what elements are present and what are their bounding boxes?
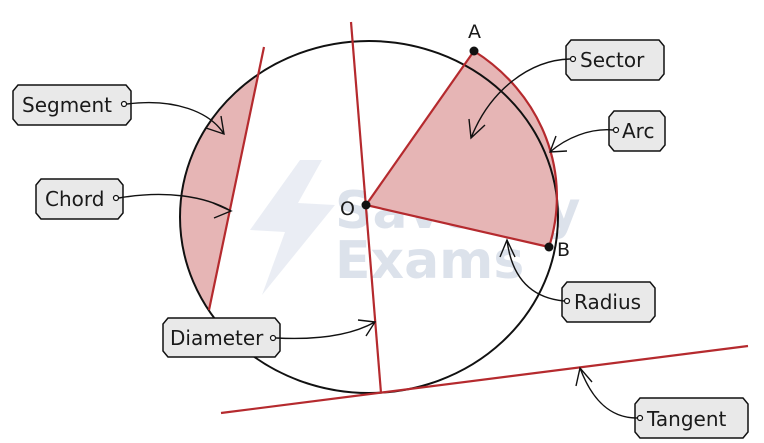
tangent-arrow	[575, 366, 638, 419]
point-a-label: A	[468, 21, 481, 43]
arc-line	[473, 50, 558, 248]
point-a-dot	[469, 46, 479, 56]
segment-region	[180, 41, 264, 330]
watermark-line-2: Exams	[335, 231, 524, 291]
chord-line	[207, 46, 266, 311]
point-b-label: B	[557, 239, 570, 261]
radius-tag: Radius	[561, 281, 656, 323]
point-o-dot	[361, 200, 371, 210]
tangent-tag-label: Tangent	[646, 407, 727, 431]
arc-arrow	[548, 129, 614, 153]
point-b-dot	[544, 242, 554, 252]
point-o-label: O	[340, 198, 355, 220]
diameter-arrow	[275, 319, 377, 340]
diameter-tag: Diameter	[162, 317, 281, 358]
chord-arrow	[118, 193, 233, 219]
arc-tag: Arc	[608, 110, 666, 152]
sector-radius-oa	[365, 50, 475, 206]
radius-line	[365, 203, 550, 249]
chord-tag: Chord	[35, 178, 124, 220]
sector-tag: Sector	[565, 39, 665, 81]
segment-tag: Segment	[12, 84, 132, 126]
radius-arrow	[499, 238, 565, 302]
segment-tag-label: Segment	[22, 93, 112, 117]
diameter-tag-label: Diameter	[170, 326, 264, 350]
chord-tag-label: Chord	[45, 187, 104, 211]
tangent-tag: Tangent	[634, 397, 749, 439]
circle-outline	[179, 40, 559, 394]
segment-arrow	[126, 101, 225, 136]
tangent-line	[220, 344, 749, 415]
radius-tag-label: Radius	[574, 290, 641, 314]
arc-tag-label: Arc	[622, 119, 654, 143]
sector-arrow	[468, 58, 571, 140]
sector-tag-label: Sector	[580, 48, 645, 72]
watermark-bolt-icon	[250, 160, 335, 295]
